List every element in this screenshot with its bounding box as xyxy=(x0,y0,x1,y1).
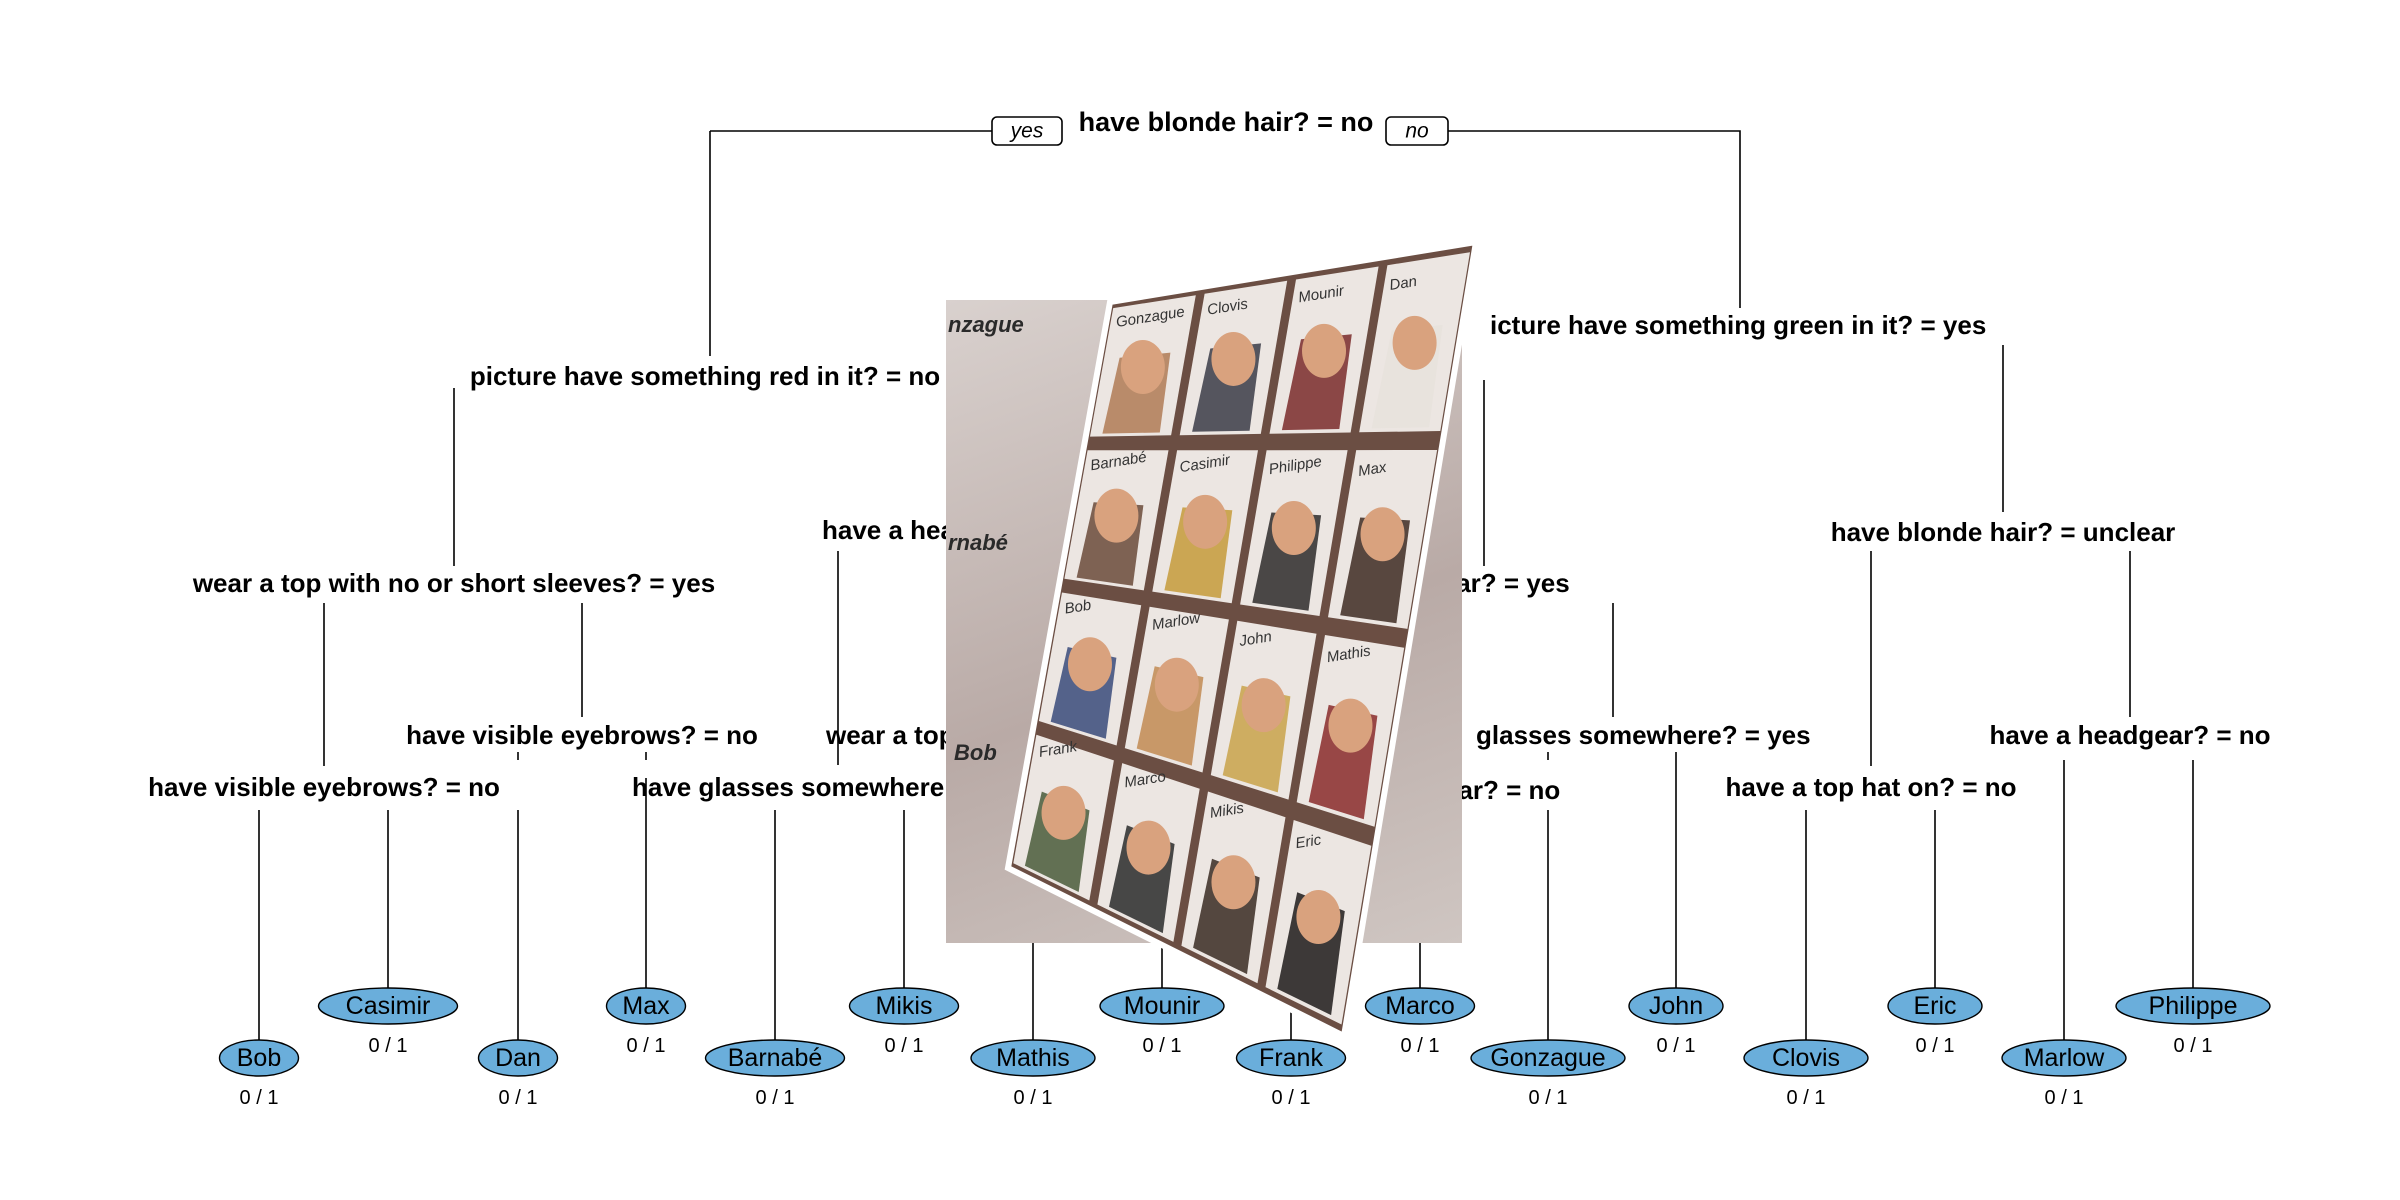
leaf-ellipse xyxy=(704,1039,846,1077)
leaf-max: Max 0 / 1 xyxy=(605,987,687,1057)
leaf-marco: Marco 0 / 1 xyxy=(1364,987,1476,1057)
leaf-count: 0 / 1 xyxy=(1657,1035,1696,1057)
leaf-count: 0 / 1 xyxy=(756,1087,795,1109)
node-n-blonde-unclear: have blonde hair? = unclear xyxy=(1831,517,2176,547)
node-n-headgear-no: have a headgear? = no xyxy=(1989,720,2270,750)
leaf-count: 0 / 1 xyxy=(1529,1087,1568,1109)
node-n-red: picture have something red in it? = no xyxy=(470,361,940,391)
leaf-barnabé: Barnabé 0 / 1 xyxy=(704,1039,846,1109)
leaf-name: Gonzague xyxy=(1490,1044,1605,1072)
leaf-count: 0 / 1 xyxy=(1272,1087,1311,1109)
node-n-tophat: have a top hat on? = no xyxy=(1725,772,2016,802)
leaf-name: Max xyxy=(622,992,670,1020)
leaf-name: Mounir xyxy=(1124,992,1200,1020)
leaf-count: 0 / 1 xyxy=(1916,1035,1955,1057)
leaf-mathis: Mathis 0 / 1 xyxy=(970,1039,1096,1109)
leaf-name: Eric xyxy=(1913,992,1956,1020)
leaf-count: 0 / 1 xyxy=(1014,1087,1053,1109)
leaf-ellipse xyxy=(1743,1039,1869,1077)
node-n-glasses-right: glasses somewhere? = yes xyxy=(1476,720,1811,750)
leaf-count: 0 / 1 xyxy=(627,1035,666,1057)
leaf-count: 0 / 1 xyxy=(1143,1035,1182,1057)
edge-label-yes: yes xyxy=(1009,120,1044,143)
leaf-name: Frank xyxy=(1259,1044,1323,1072)
edge-label-box-no xyxy=(1385,116,1449,146)
leaf-john: John 0 / 1 xyxy=(1628,987,1724,1057)
leaf-count: 0 / 1 xyxy=(2174,1035,2213,1057)
leaf-name: Casimir xyxy=(346,992,431,1020)
leaf-dan: Dan 0 / 1 xyxy=(477,1039,559,1109)
leaf-gonzague: Gonzague 0 / 1 xyxy=(1470,1039,1626,1109)
leaf-eric: Eric 0 / 1 xyxy=(1887,987,1983,1057)
leaf-mounir: Mounir 0 / 1 xyxy=(1099,987,1225,1057)
leaf-ellipse xyxy=(2001,1039,2127,1077)
leaf-name: Marco xyxy=(1385,992,1454,1020)
leaf-name: Barnabé xyxy=(728,1044,823,1072)
leaf-name: John xyxy=(1649,992,1703,1020)
leaf-philippe: Philippe 0 / 1 xyxy=(2115,987,2271,1057)
leaf-count: 0 / 1 xyxy=(885,1035,924,1057)
edge-label-box-yes xyxy=(991,116,1063,146)
leaf-count: 0 / 1 xyxy=(1787,1087,1826,1109)
node-n-headgear-left: have a hea xyxy=(822,515,956,545)
leaf-mikis: Mikis 0 / 1 xyxy=(848,987,960,1057)
leaf-name: Bob xyxy=(237,1044,281,1072)
leaf-name: Mikis xyxy=(876,992,933,1020)
leaf-ellipse xyxy=(477,1039,559,1077)
leaf-name: Marlow xyxy=(2024,1044,2106,1072)
leaf-ellipse xyxy=(2115,987,2271,1025)
leaf-count: 0 / 1 xyxy=(499,1087,538,1109)
leaf-casimir: Casimir 0 / 1 xyxy=(317,987,459,1057)
node-n-headgear-right: dgear? = yes xyxy=(1410,568,1570,598)
leaf-ellipse xyxy=(848,987,960,1025)
leaf-frank: Frank 0 / 1 xyxy=(1235,1039,1347,1109)
tree-labels: yes no have blonde hair? = no picture have … xyxy=(148,107,2270,805)
leaf-clovis: Clovis 0 / 1 xyxy=(1743,1039,1869,1109)
leaf-ellipse xyxy=(605,987,687,1025)
node-n-glasses-left: have glasses somewhere xyxy=(632,772,944,802)
leaf-count: 0 / 1 xyxy=(240,1087,279,1109)
leaf-ellipse xyxy=(1470,1039,1626,1077)
root-question: have blonde hair? = no xyxy=(1079,107,1374,137)
leaf-ellipse xyxy=(1887,987,1983,1025)
node-n-sleeves: wear a top with no or short sleeves? = y… xyxy=(192,568,715,598)
leaf-marlow: Marlow 0 / 1 xyxy=(2001,1039,2127,1109)
leaf-count: 0 / 1 xyxy=(369,1035,408,1057)
leaf-name: Dan xyxy=(495,1044,541,1072)
leaf-ellipse xyxy=(218,1039,300,1077)
node-n-wear-top: wear a top xyxy=(825,720,955,750)
node-n-green: icture have something green in it? = yes xyxy=(1490,310,1986,340)
tree-edge xyxy=(1446,130,1741,308)
leaf-ellipse xyxy=(317,987,459,1025)
leaf-name: Philippe xyxy=(2149,992,2238,1020)
leaf-bob: Bob 0 / 1 xyxy=(218,1039,300,1109)
leaf-ellipse xyxy=(1628,987,1724,1025)
node-n-eyebrows-left: have visible eyebrows? = no xyxy=(148,772,500,802)
edge-label-no: no xyxy=(1405,120,1429,143)
leaf-count: 0 / 1 xyxy=(2045,1087,2084,1109)
leaf-name: Clovis xyxy=(1772,1044,1840,1072)
node-n-eyebrows-mid: have visible eyebrows? = no xyxy=(406,720,758,750)
node-n-ear-no: ear? = no xyxy=(1444,775,1560,805)
leaf-count: 0 / 1 xyxy=(1401,1035,1440,1057)
leaf-name: Mathis xyxy=(996,1044,1070,1072)
